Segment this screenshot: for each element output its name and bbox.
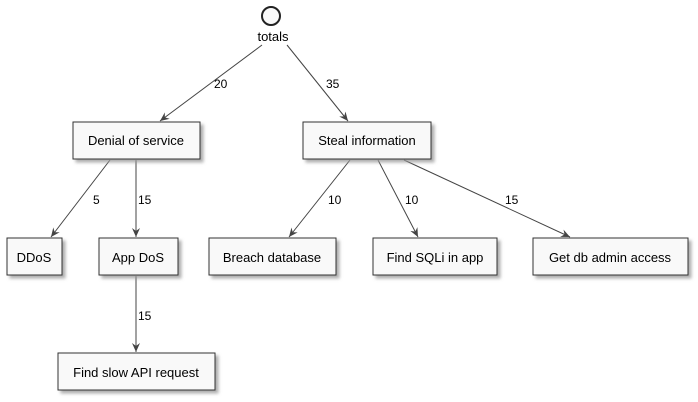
edge-label-root-dos: 20 <box>214 77 228 91</box>
edge-steal-breach <box>288 159 351 238</box>
edge-label-root-steal: 35 <box>326 77 340 91</box>
node-get-db-admin-access: Get db admin access <box>532 237 689 276</box>
edge-label-steal-breach: 10 <box>328 193 342 207</box>
node-label: Denial of service <box>88 133 184 148</box>
root-node: totals <box>257 6 289 44</box>
node-find-slow-api-request: Find slow API request <box>57 352 216 391</box>
node-denial-of-service: Denial of service <box>72 121 201 160</box>
node-breach-database: Breach database <box>208 237 337 276</box>
node-steal-information: Steal information <box>302 121 432 160</box>
node-label: App DoS <box>112 250 164 265</box>
node-label: DDoS <box>17 250 52 265</box>
edge-label-steal-sqli: 10 <box>405 193 419 207</box>
edge-label-dos-appdos: 15 <box>138 193 152 207</box>
edge-dos-ddos <box>50 159 111 238</box>
node-ddos: DDoS <box>6 237 63 276</box>
edge-root-steal <box>286 44 349 122</box>
node-label: Find slow API request <box>73 365 199 380</box>
root-label: totals <box>257 29 289 44</box>
nodes: Denial of service Steal information DDoS… <box>6 121 689 391</box>
edge-label-steal-dbadmin: 15 <box>505 193 519 207</box>
edge-label-dos-ddos: 5 <box>93 193 100 207</box>
node-label: Find SQLi in app <box>387 250 484 265</box>
root-circle-icon <box>261 6 281 26</box>
edges: 20 35 5 15 15 10 10 15 <box>50 44 571 352</box>
edge-steal-dbadmin <box>403 159 571 238</box>
edge-root-dos <box>159 44 263 122</box>
edge-label-appdos-slowapi: 15 <box>138 309 152 323</box>
node-find-sqli-in-app: Find SQLi in app <box>372 237 498 276</box>
node-label: Breach database <box>223 250 321 265</box>
node-label: Get db admin access <box>549 250 672 265</box>
node-app-dos: App DoS <box>98 237 179 276</box>
node-label: Steal information <box>318 133 416 148</box>
edge-steal-sqli <box>377 159 419 238</box>
